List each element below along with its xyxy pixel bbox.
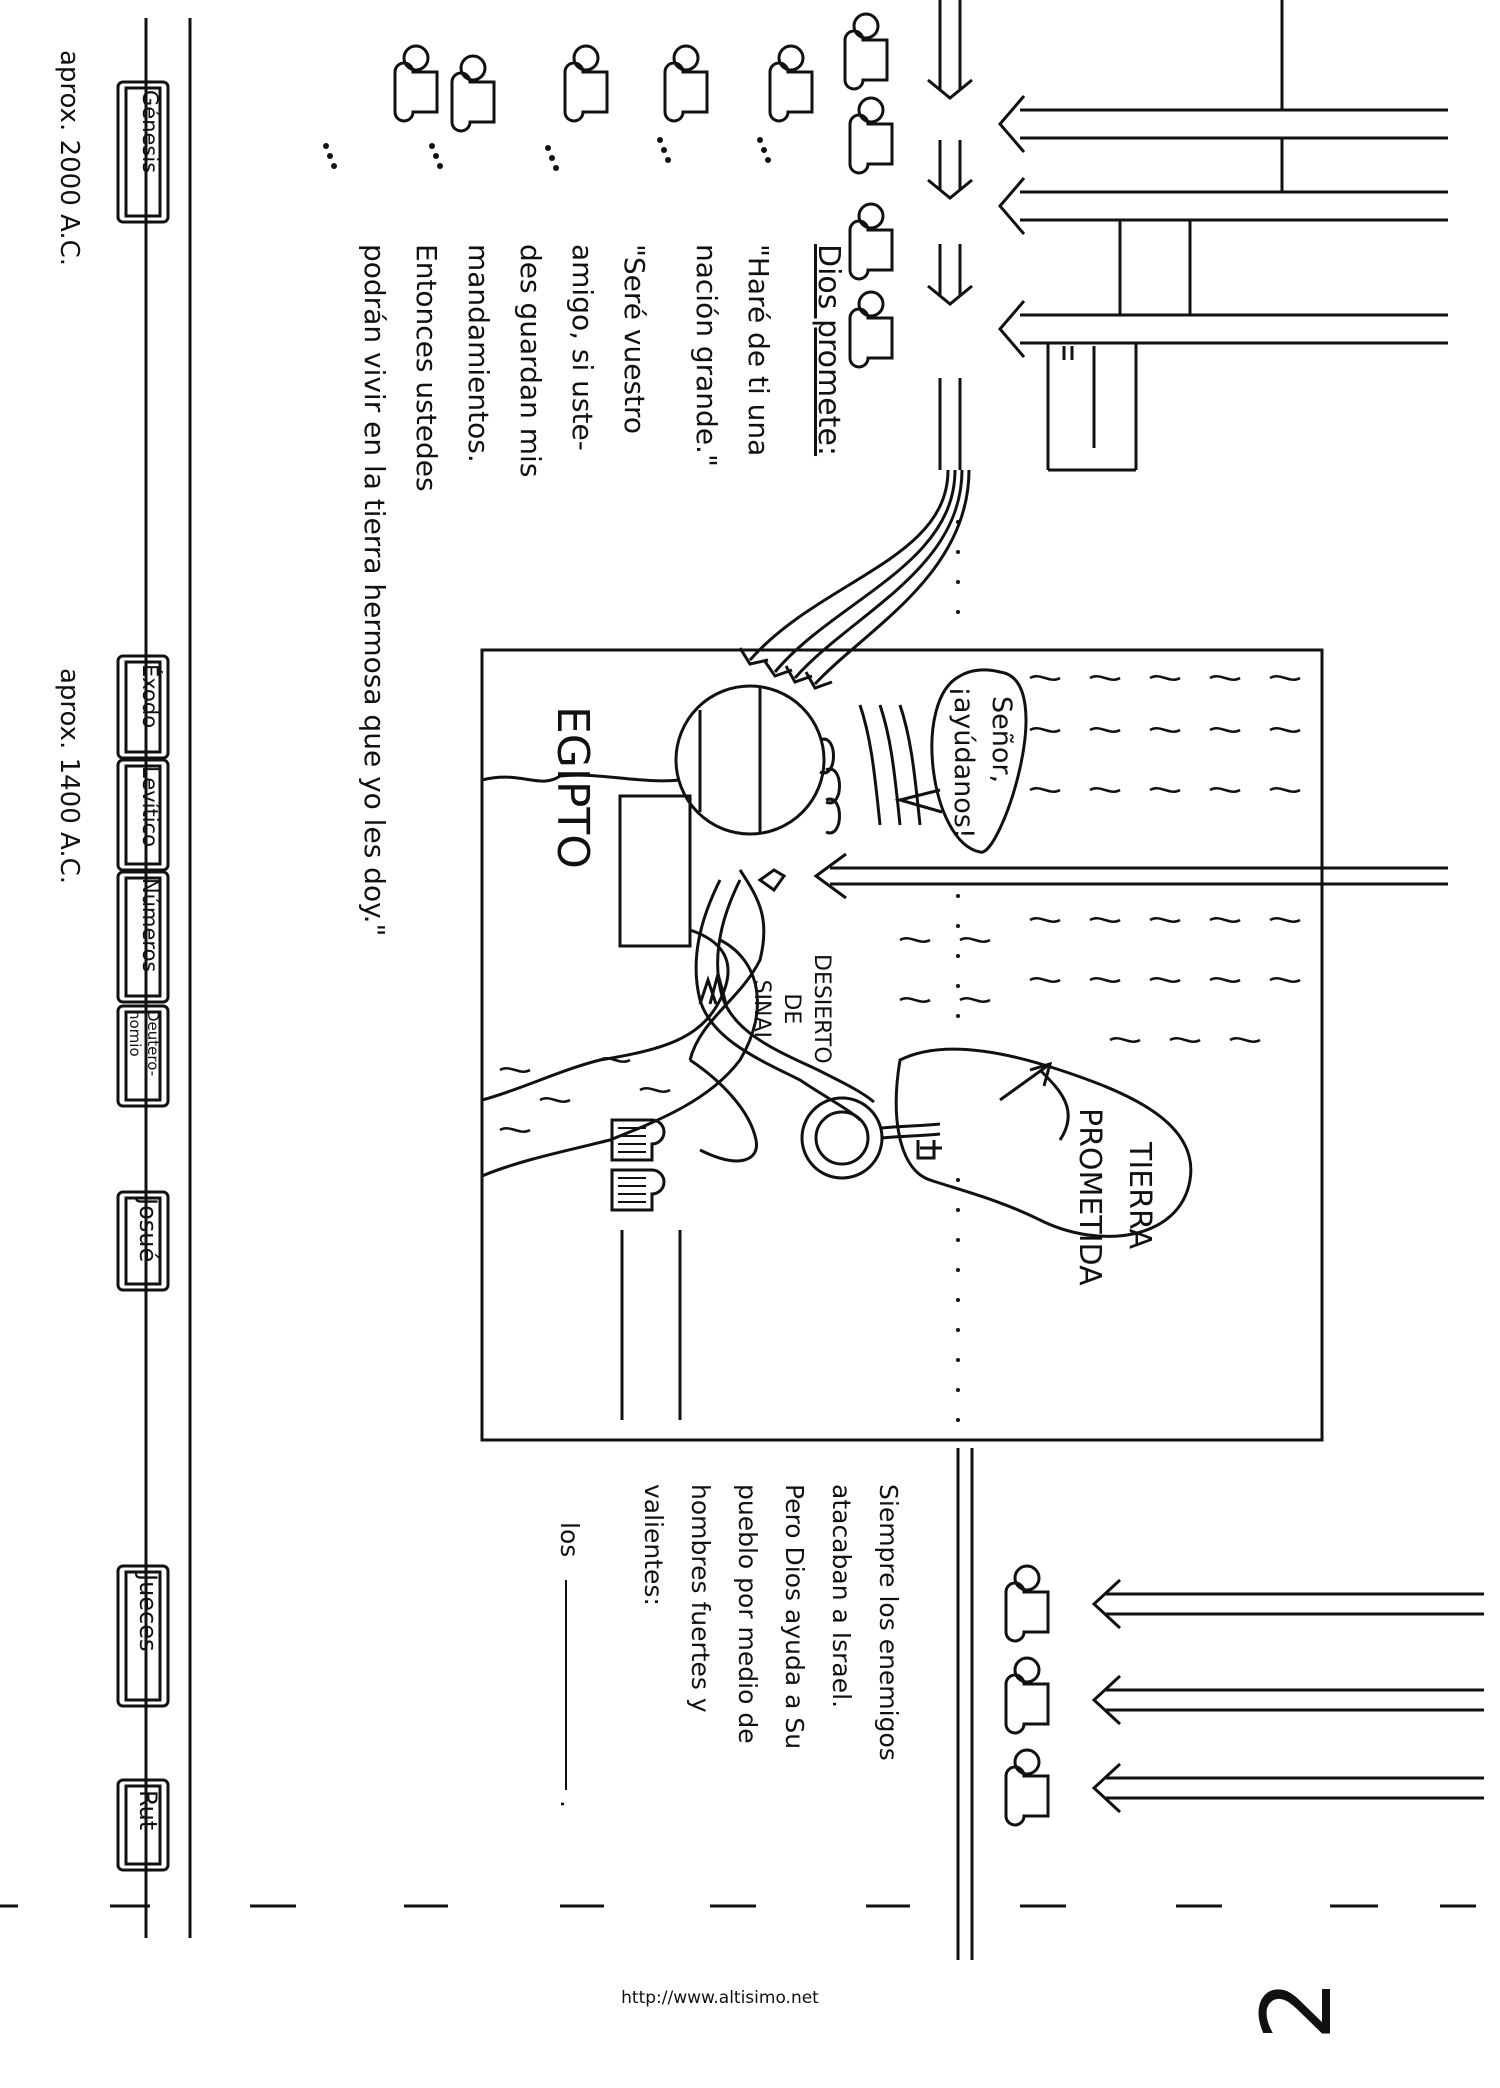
left-arrows bbox=[813, 95, 1484, 1814]
judges-text-line: valientes: bbox=[639, 1484, 668, 1606]
judges-text-line: Siempre los enemigos bbox=[874, 1484, 903, 1761]
speech-text: Señor, ¡ayúdanos! bbox=[944, 686, 1020, 839]
book-icon bbox=[116, 1564, 170, 1708]
answer-lines bbox=[620, 1230, 682, 1420]
family-tree-lines bbox=[1046, 0, 1284, 472]
judges-blank-prefix: los bbox=[555, 1522, 584, 1558]
exodus-date: aprox. 1400 A.C. bbox=[54, 668, 84, 885]
promise-heading: Dios promete: bbox=[811, 244, 846, 457]
judges-figures bbox=[1004, 1564, 1050, 1827]
dotted-line bbox=[956, 520, 960, 1422]
map-frame bbox=[480, 648, 1324, 1442]
speech-text-line: ¡ayúdanos! bbox=[948, 686, 979, 839]
judges-border bbox=[956, 1448, 974, 1960]
book-icon bbox=[116, 870, 170, 1004]
timeline-border bbox=[144, 18, 192, 1938]
genealogy-arrows bbox=[927, 0, 973, 470]
book-icon bbox=[116, 1778, 170, 1872]
book-icon bbox=[116, 654, 170, 760]
book-icon bbox=[116, 1004, 170, 1108]
sea-waves bbox=[499, 675, 1301, 1133]
desert-label-line: SINAI bbox=[749, 979, 774, 1039]
start-date: aprox. 2000 A.C. bbox=[54, 50, 84, 267]
promise-quote-2-line: podrán vivir en la tierra hermosa que yo… bbox=[358, 244, 391, 937]
judges-text-line: atacaban a Israel. bbox=[827, 1484, 856, 1709]
desert-label: DESIERTO DE SINAI bbox=[746, 954, 836, 1064]
book-numeros: Números bbox=[138, 878, 162, 973]
desert-label-line: DESIERTO bbox=[809, 954, 834, 1064]
speech-bubble bbox=[894, 668, 1028, 854]
promise-quote-2-line: mandamientos. bbox=[462, 244, 495, 463]
tablets-icon bbox=[610, 1118, 666, 1212]
promise-quote-1: "Haré de ti una nación grande." bbox=[680, 244, 784, 467]
judges-text-line: Pero Dios ayuda a Su bbox=[780, 1484, 809, 1750]
sinai-route bbox=[688, 868, 941, 1180]
promise-quote-2-line: Entonces ustedes bbox=[410, 244, 443, 492]
judges-blank-suffix: . bbox=[555, 1800, 584, 1808]
book-exodo: Éxodo bbox=[138, 664, 162, 729]
book-genesis: Génesis bbox=[138, 90, 162, 174]
promise-quote-2: "Seré vuestro amigo, si uste- des guarda… bbox=[348, 244, 660, 936]
source-url: http://www.altisimo.net bbox=[621, 1988, 819, 2008]
promised-land-label: TIERRA PROMETIDA bbox=[1064, 1108, 1164, 1286]
egypt-region bbox=[481, 773, 759, 1178]
book-rut: Rut bbox=[134, 1790, 162, 1831]
speech-text-line: Señor, bbox=[986, 696, 1017, 784]
promise-quote-2-line: "Seré vuestro bbox=[618, 244, 651, 435]
book-icon bbox=[116, 758, 170, 872]
israelites-circle bbox=[674, 684, 922, 836]
promise-quote-1-line: "Haré de ti una bbox=[742, 244, 775, 457]
judges-text-line: pueblo por medio de bbox=[733, 1484, 762, 1744]
book-josue: Josué bbox=[134, 1198, 162, 1263]
book-deuteronomio: Deutero-nomio bbox=[126, 1010, 162, 1077]
page-number: 2 bbox=[1241, 1979, 1353, 2040]
promised-land-region bbox=[894, 1047, 1193, 1238]
promised-land-label-line: TIERRA bbox=[1122, 1142, 1157, 1250]
book-jueces: Jueces bbox=[134, 1574, 162, 1652]
promised-land-label-line: PROMETIDA bbox=[1072, 1108, 1107, 1286]
ellipsis-dots bbox=[323, 137, 771, 171]
book-icon bbox=[116, 80, 170, 224]
book-levitico: Levítico bbox=[138, 766, 162, 847]
desert-label-line: DE bbox=[779, 993, 804, 1025]
book-icon bbox=[116, 1190, 170, 1292]
promise-quote-1-line: nación grande." bbox=[690, 244, 723, 467]
judges-text: Siempre los enemigos atacaban a Israel. … bbox=[630, 1484, 912, 1761]
egypt-label: EGIPTO bbox=[547, 706, 598, 869]
curved-arrows bbox=[738, 469, 971, 690]
book-icons bbox=[116, 80, 170, 1872]
judges-text-line: hombres fuertes y bbox=[686, 1484, 715, 1713]
